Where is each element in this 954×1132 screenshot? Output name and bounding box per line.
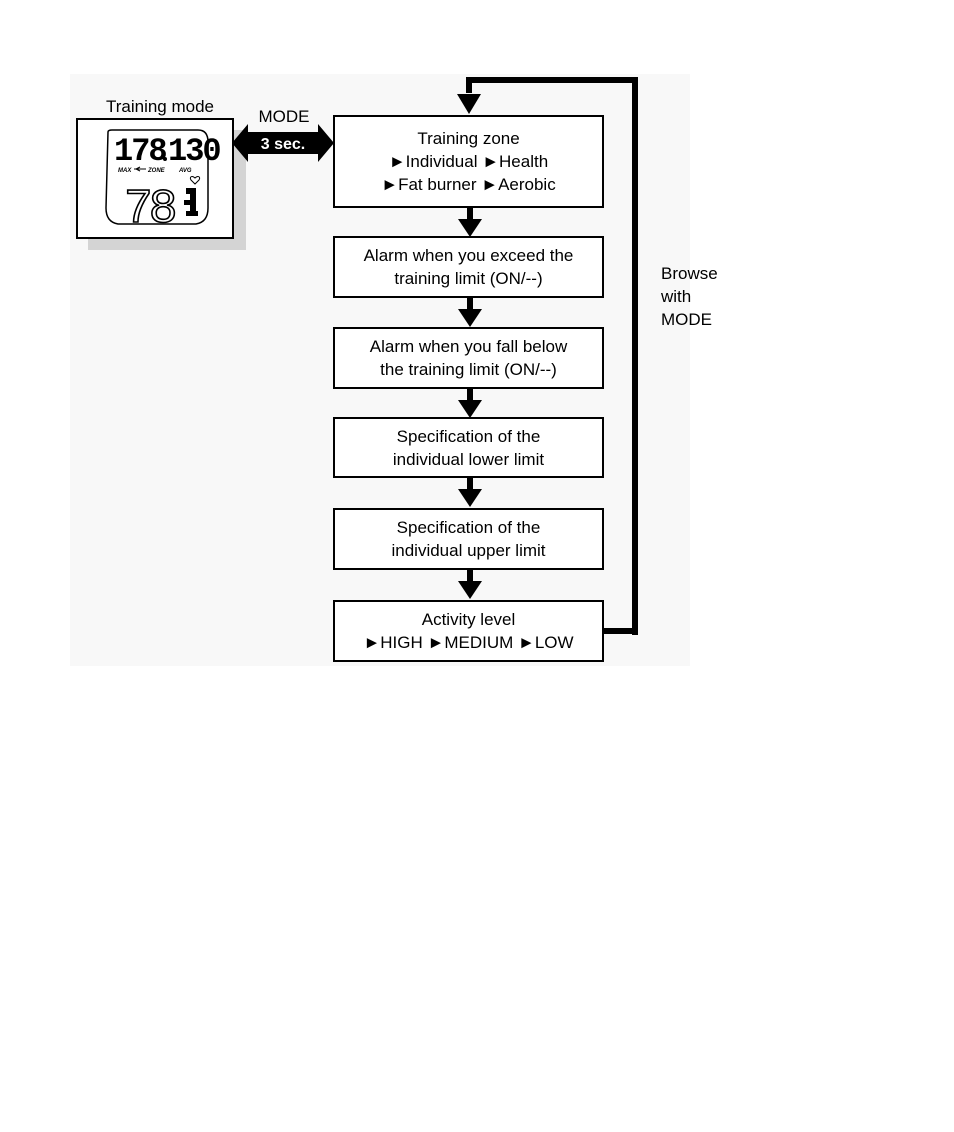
device-title: Training mode: [105, 97, 215, 116]
device-display: 178 130 MAX ZONE AVG 78: [76, 118, 234, 239]
loop-arrow-icon: [457, 94, 481, 114]
lcd-top-left-value: 178: [114, 133, 166, 170]
heart-icon: [189, 176, 201, 185]
down-arrow-icon: [458, 207, 482, 237]
step-alarm-exceed: Alarm when you exceed the training limit…: [333, 236, 604, 298]
down-arrow-icon: [458, 477, 482, 507]
lcd-top-right-value: 130: [168, 133, 220, 170]
loop-line-drop: [466, 77, 472, 93]
lcd-bottom-value: 78: [124, 183, 175, 237]
loop-line-right: [632, 77, 638, 635]
lcd-screen: 178 130 MAX ZONE AVG 78: [105, 129, 222, 238]
lcd-decimal-dot: [163, 157, 167, 161]
mode-label: MODE: [258, 107, 310, 126]
step-activity-level: Activity level ►HIGH ►MEDIUM ►LOW: [333, 600, 604, 662]
down-arrow-icon: [458, 569, 482, 599]
lcd-label-avg: AVG: [178, 168, 192, 174]
runner-icon: [184, 188, 198, 216]
loop-line-top: [466, 77, 638, 83]
loop-line-bottom: [604, 628, 638, 634]
lcd-arrow-icon: [134, 166, 146, 172]
step-lower-limit: Specification of the individual lower li…: [333, 417, 604, 478]
mode-duration: 3 sec.: [261, 136, 305, 153]
step-upper-limit: Specification of the individual upper li…: [333, 508, 604, 570]
step-alarm-below: Alarm when you fall below the training l…: [333, 327, 604, 389]
double-arrow-icon: 3 sec.: [232, 124, 334, 162]
lcd-label-max: MAX: [118, 168, 132, 174]
down-arrow-icon: [458, 297, 482, 327]
down-arrow-icon: [458, 388, 482, 418]
lcd-label-zone: ZONE: [147, 168, 166, 174]
step-training-zone: Training zone ►Individual ►Health ►Fat b…: [333, 115, 604, 208]
loop-label: Browse with MODE: [661, 264, 718, 329]
